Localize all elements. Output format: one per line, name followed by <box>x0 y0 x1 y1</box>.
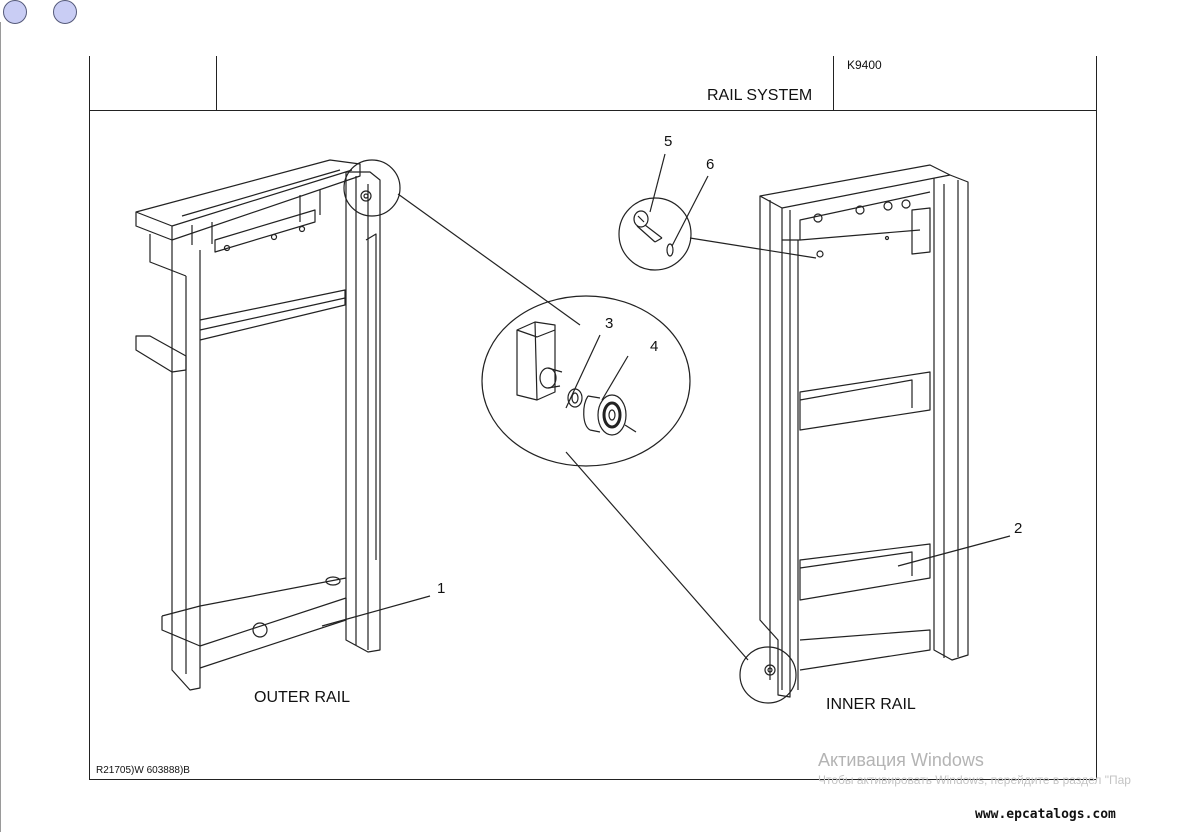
activation-watermark-subtitle: Чтобы активировать Windows, перейдите в … <box>818 773 1131 787</box>
drawing-code: K9400 <box>847 58 882 72</box>
page-edge <box>0 22 1 832</box>
drawing-sheet <box>89 56 1097 780</box>
window-control-button-1[interactable] <box>3 0 27 24</box>
header-divider <box>89 110 1097 111</box>
drawing-title: RAIL SYSTEM <box>707 87 813 104</box>
screw-detail-drawing <box>618 153 817 271</box>
site-footer: www.epcatalogs.com <box>975 807 1116 822</box>
activation-watermark-title: Активация Windows <box>818 750 984 770</box>
header-cell-divider-1 <box>216 56 217 110</box>
window-control-button-2[interactable] <box>53 0 77 24</box>
outer-rail-label: OUTER RAIL <box>254 689 351 706</box>
part-number-label: 4 <box>650 338 659 355</box>
sheet-border-bottom <box>89 779 1097 780</box>
drawing-reference: R21705)W 603888)B <box>96 765 190 776</box>
sheet-border-right <box>1096 56 1097 780</box>
part-number-label: 3 <box>605 315 614 332</box>
inner-rail-label: INNER RAIL <box>826 696 916 713</box>
outer-rail-drawing <box>135 159 581 691</box>
inner-rail-drawing <box>739 164 1011 704</box>
header-cell-divider-2 <box>833 56 834 110</box>
roller-detail-drawing <box>481 295 749 661</box>
sheet-border-left <box>89 56 90 780</box>
part-number-label: 6 <box>706 156 715 173</box>
part-number-label: 1 <box>437 580 446 597</box>
part-number-label: 5 <box>664 133 673 150</box>
part-number-label: 2 <box>1014 520 1023 537</box>
